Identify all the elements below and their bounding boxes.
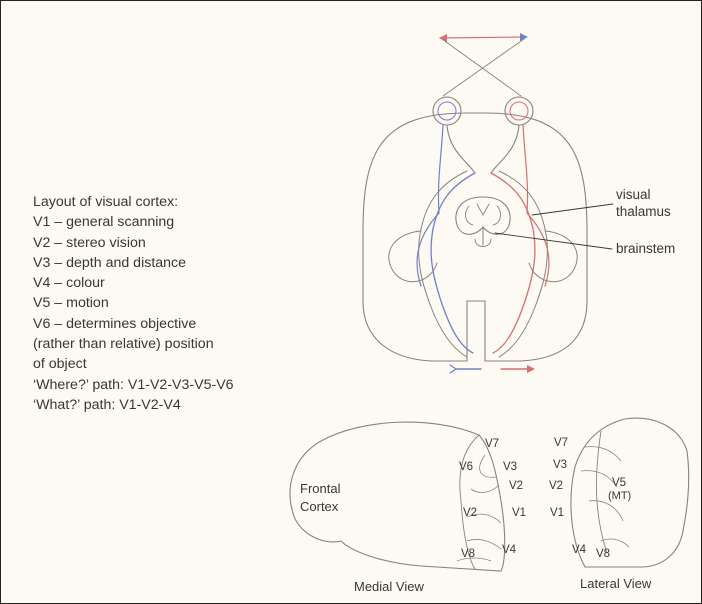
- lateral-v1: V1: [550, 507, 564, 519]
- brainstem-leader: [495, 233, 612, 249]
- medial-v7: V7: [485, 438, 499, 450]
- lateral-v5: V5: [612, 477, 626, 489]
- lateral-v2: V2: [549, 480, 563, 492]
- medial-v4: V4: [502, 544, 517, 556]
- label-visual: visual: [616, 187, 651, 202]
- visual-field-arrow: [439, 33, 528, 96]
- label-frontal: Frontal: [300, 481, 341, 496]
- blue-arrow: [450, 365, 481, 373]
- label-brainstem: brainstem: [616, 241, 675, 256]
- left-eye: [433, 97, 461, 125]
- medial-v2-mid: V2: [463, 507, 477, 519]
- lateral-v8: V8: [596, 548, 610, 560]
- thalamus-leader: [532, 204, 613, 215]
- medial-v3: V3: [503, 461, 517, 473]
- lateral-v4: V4: [572, 544, 587, 556]
- lateral-v7: V7: [554, 437, 568, 449]
- medial-view-caption: Medial View: [354, 579, 424, 594]
- lateral-view-caption: Lateral View: [580, 576, 652, 591]
- label-cortex: Cortex: [300, 499, 339, 514]
- label-thalamus: thalamus: [616, 204, 671, 219]
- brain-outline: [363, 113, 587, 361]
- right-eye: [505, 97, 533, 125]
- thalamus-structure: [456, 197, 510, 247]
- medial-v2-top: V2: [509, 480, 523, 492]
- lateral-v3: V3: [553, 459, 567, 471]
- medial-v1: V1: [512, 507, 526, 519]
- lateral-mt: (MT): [608, 490, 631, 502]
- red-arrow: [501, 365, 535, 373]
- visual-pathway-diagram: [363, 33, 613, 373]
- medial-v6: V6: [459, 461, 473, 473]
- medial-v8: V8: [461, 548, 475, 560]
